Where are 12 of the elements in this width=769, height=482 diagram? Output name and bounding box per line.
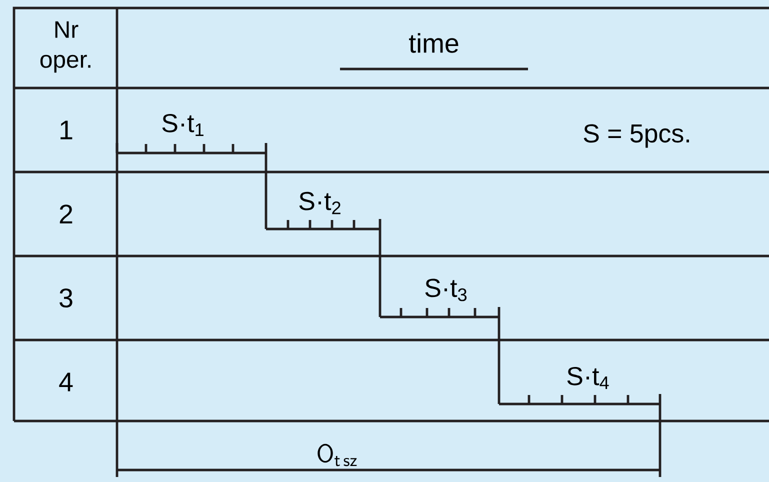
time-label: S·t$_{3}$ — [425, 278, 467, 302]
time-label: S·t$_{2}$ — [299, 192, 340, 214]
row-number: 4 — [59, 372, 73, 392]
column-header: time — [409, 33, 458, 53]
time-label: S·t$_{1}$ — [162, 114, 204, 136]
time-label: S·t$_{4}$ — [567, 366, 609, 389]
row-number: 2 — [60, 204, 72, 224]
row-number: 1 — [60, 120, 72, 140]
row-number: 3 — [60, 288, 72, 308]
column-header: Nr oper. — [40, 21, 90, 73]
note-text: S = 5pcs. — [584, 124, 689, 148]
dimension-label: $\mathsf{O}_{\mathsf{t\,sz}}$ — [318, 444, 357, 466]
